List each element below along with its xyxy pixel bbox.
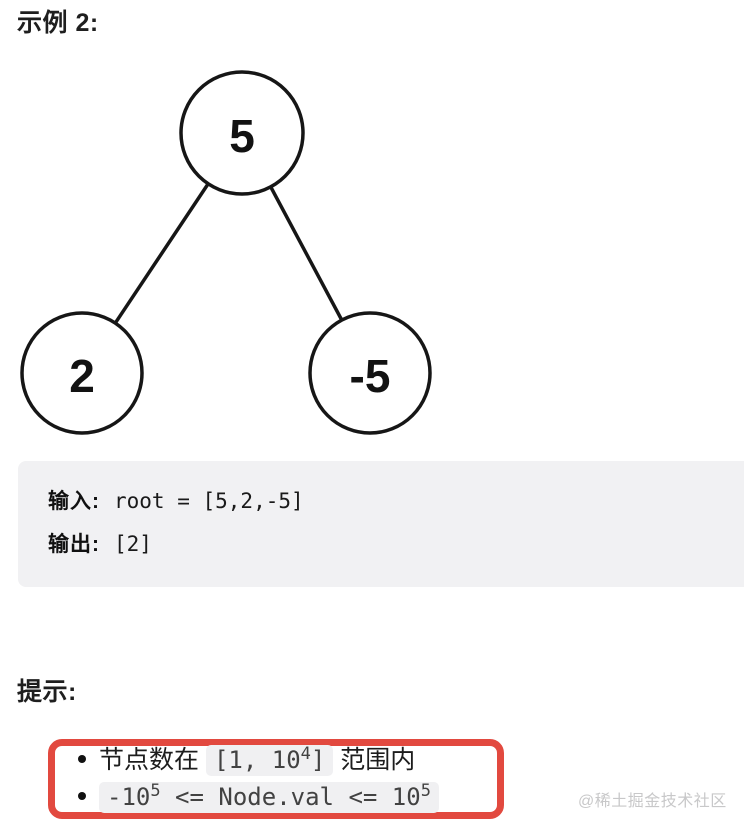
inline-code: [1, 104] (205, 744, 334, 776)
input-label: 输入: (48, 490, 100, 513)
output-label: 输出: (48, 533, 100, 556)
input-value: root = [5,2,-5] (114, 489, 304, 513)
output-value: [2] (114, 532, 152, 556)
superscript: 5 (420, 781, 431, 801)
code-text: [1, 10 (213, 746, 301, 774)
inline-code: -105 <= Node.val <= 105 (99, 782, 439, 813)
output-line: 输出: [2] (48, 523, 744, 566)
constraint-item-node-count: 节点数在 [1, 104] 范围内 (55, 742, 497, 779)
tree-node-circle-left (20, 311, 144, 435)
tree-node-value-left: 2 (69, 350, 95, 402)
code-text: -10 (107, 783, 151, 811)
superscript: 5 (150, 781, 161, 801)
code-text: ] (310, 746, 326, 774)
binary-tree-diagram: 5 2 -5 (20, 70, 432, 435)
constraint-text-prefix: 节点数在 (99, 746, 206, 774)
constraints-annotation-box: 节点数在 [1, 104] 范围内 -105 <= Node.val <= 10… (48, 739, 504, 819)
code-text: <= Node.val <= 10 (160, 783, 421, 811)
example-heading: 示例 2: (17, 9, 99, 37)
superscript: 4 (300, 744, 311, 764)
input-line: 输入: root = [5,2,-5] (48, 480, 744, 523)
tree-node-circle-right (308, 311, 432, 435)
tree-node-circle-root (179, 70, 305, 196)
constraint-item-node-value-range: -105 <= Node.val <= 105 (55, 779, 497, 816)
example-io-block: 输入: root = [5,2,-5] 输出: [2] (18, 461, 744, 587)
tree-node-value-root: 5 (229, 110, 255, 162)
bullet-icon (78, 792, 86, 801)
tree-node-value-right: -5 (350, 350, 391, 402)
constraint-text-suffix: 范围内 (333, 746, 416, 774)
bullet-icon (78, 755, 86, 764)
hint-heading: 提示: (17, 678, 77, 706)
watermark: @稀土掘金技术社区 (578, 793, 727, 810)
constraint-list: 节点数在 [1, 104] 范围内 -105 <= Node.val <= 10… (55, 742, 497, 816)
